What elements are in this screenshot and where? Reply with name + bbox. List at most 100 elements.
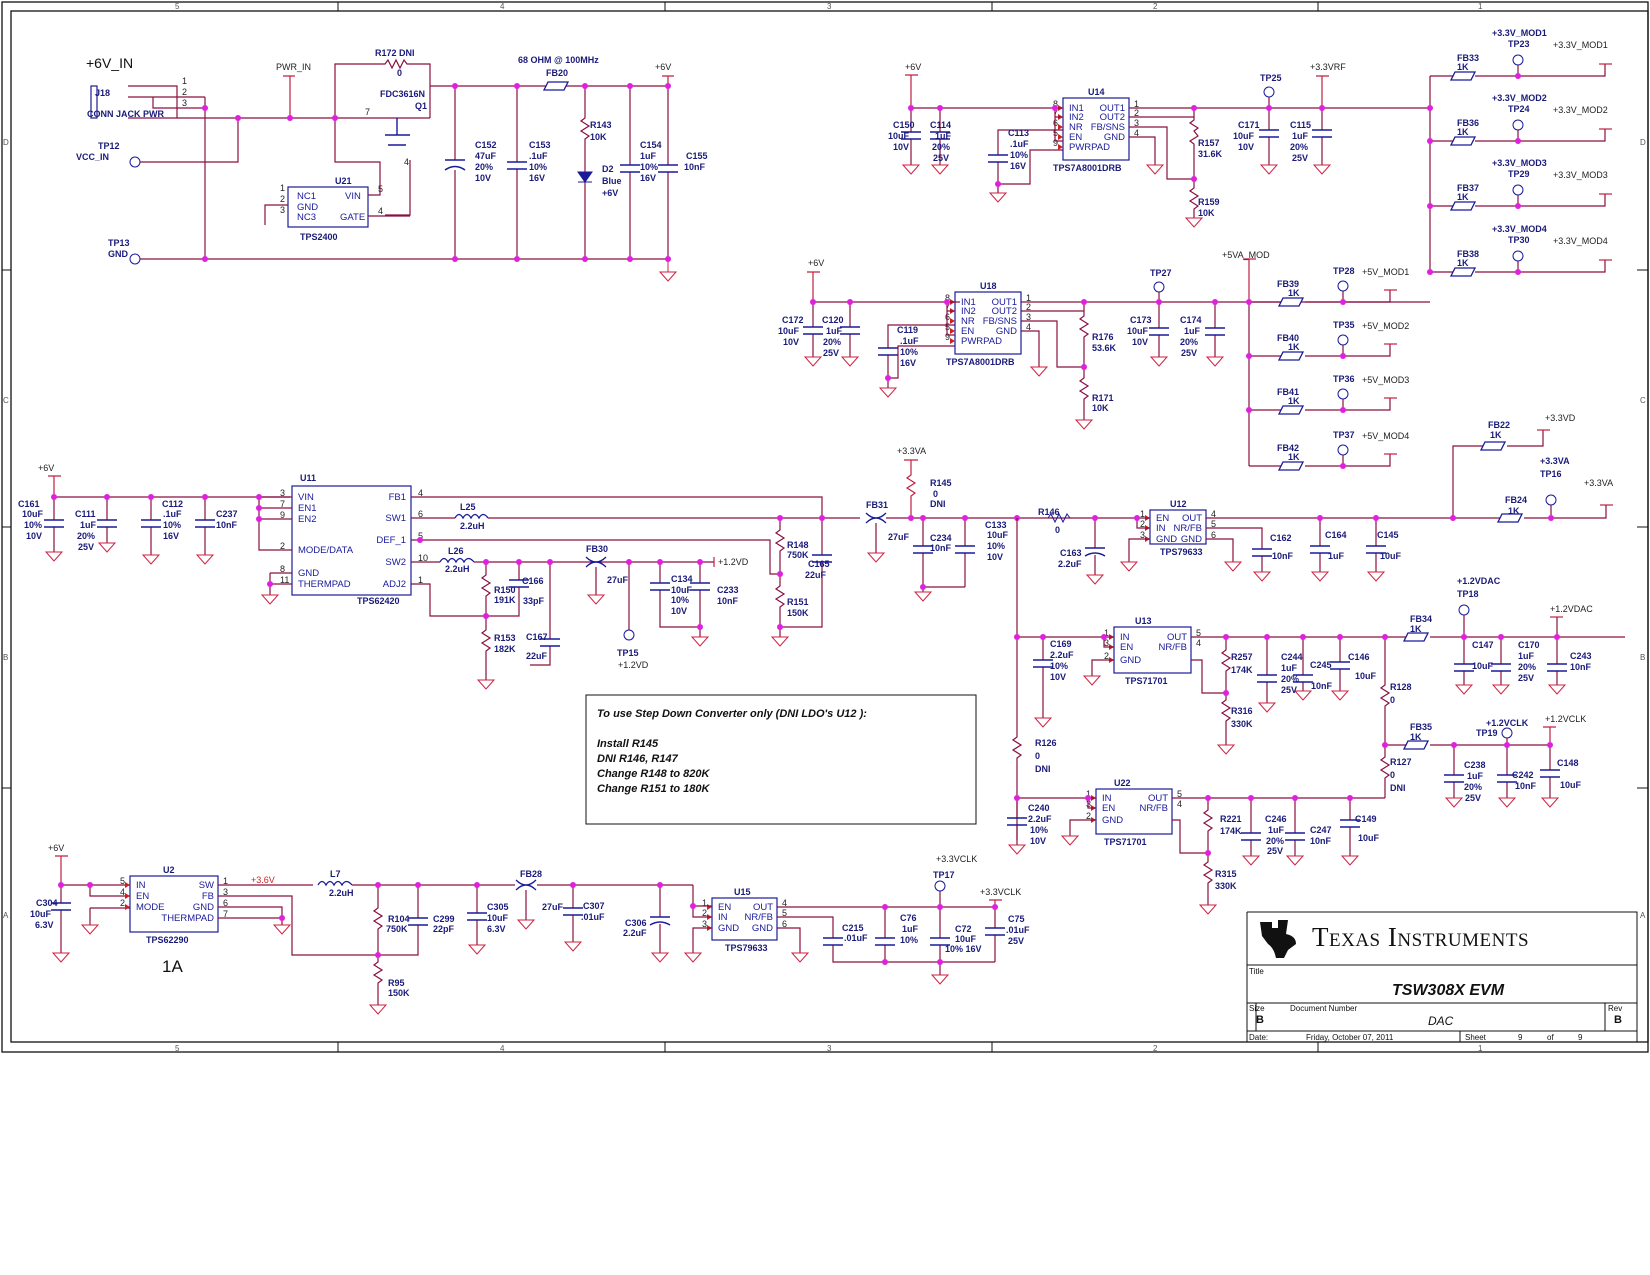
tp19-ref: TP19 <box>1476 728 1498 738</box>
net-1v2vclk: +1.2VCLK <box>1545 714 1586 724</box>
pin-name: NC3 <box>297 212 316 223</box>
out-net: +5V_MOD2 <box>1362 321 1409 331</box>
tp12-net: VCC_IN <box>76 152 109 162</box>
pin-name: EN <box>1156 513 1169 524</box>
r126-ref: R126 <box>1035 738 1057 748</box>
pin-label: 2 <box>1086 811 1091 821</box>
r316-value: 330K <box>1231 719 1253 729</box>
c172-ref: C172 <box>782 315 804 325</box>
c75-ref: C75 <box>1008 914 1025 924</box>
fb-value: 1K <box>1288 288 1300 298</box>
pin-label: 1 <box>280 183 285 193</box>
c240-value: 2.2uF <box>1028 814 1052 824</box>
pin-name: GND <box>1156 534 1177 545</box>
sheet-num: 9 <box>1518 1033 1523 1042</box>
size-value: B <box>1256 1014 1264 1026</box>
c148-ref: C148 <box>1557 758 1579 768</box>
c240-volt: 10V <box>1030 836 1046 846</box>
pin-name: SW <box>199 880 214 891</box>
fb22-ref: FB22 <box>1488 420 1510 430</box>
fb-value: 1K <box>1457 192 1469 202</box>
c243-value: 10nF <box>1570 662 1592 672</box>
u12-ref: U12 <box>1170 499 1187 509</box>
pin-name: VIN <box>345 191 361 202</box>
c162-ref: C162 <box>1270 533 1292 543</box>
c306-ref: C306 <box>625 918 647 928</box>
c153-volt: 16V <box>529 173 545 183</box>
zone-label: 4 <box>500 1044 505 1053</box>
r172-value: 0 <box>397 68 402 78</box>
c171-ref: C171 <box>1238 120 1260 130</box>
fb-ref: FB37 <box>1457 183 1479 193</box>
c246-ref: C246 <box>1265 814 1287 824</box>
c113-tol: 10% <box>1010 150 1028 160</box>
note-box: To use Step Down Converter only (DNI LDO… <box>585 694 977 825</box>
pin-label: 3 <box>1140 530 1145 540</box>
c115-tol: 20% <box>1290 142 1308 152</box>
pin-name: EN <box>1069 132 1082 143</box>
ti-logo-icon <box>1260 920 1296 958</box>
fb20-value: 68 OHM @ 100MHz <box>518 55 599 65</box>
ferrite-bead-icon <box>1449 267 1477 277</box>
fb24-value: 1K <box>1508 506 1520 516</box>
c172-value: 10uF <box>778 326 800 336</box>
zone-label: 3 <box>827 1044 832 1053</box>
fb-value: 1K <box>1288 396 1300 406</box>
fb28-ref: FB28 <box>520 869 542 879</box>
net-3v3vclk: +3.3VCLK <box>980 887 1021 897</box>
tp16-ref: TP16 <box>1540 469 1562 479</box>
u13-part: TPS71701 <box>1125 676 1168 686</box>
ferrite-bead-icon <box>1449 201 1477 211</box>
c133-ref: C133 <box>985 520 1007 530</box>
u18-part: TPS7A8001DRB <box>946 357 1015 367</box>
r127-dni: DNI <box>1390 783 1406 793</box>
u15-ref: U15 <box>734 887 751 897</box>
testpoint-icon <box>1512 184 1524 196</box>
c134-tol: 10% <box>671 595 689 605</box>
c152-value: 47uF <box>475 151 497 161</box>
pin-label: 8 <box>1053 99 1058 109</box>
c148-value: 10uF <box>1560 780 1582 790</box>
pin-name: EN <box>1120 642 1133 653</box>
pin-label: 1 <box>1026 293 1031 303</box>
pin-label: 3 <box>1134 118 1139 128</box>
u14-chip <box>1062 97 1130 161</box>
c244-tol: 20% <box>1281 674 1299 684</box>
net-3v3va: +3.3VA <box>897 446 926 456</box>
out-net: +5V_MOD3 <box>1362 375 1409 385</box>
c72-value: 10uF <box>955 934 977 944</box>
r104-value: 750K <box>386 924 408 934</box>
net-1v2vd: +1.2VD <box>718 557 749 567</box>
pin-name: NR <box>1069 122 1083 133</box>
pin-label: 2 <box>1104 651 1109 661</box>
zone-label: D <box>3 138 9 147</box>
pin-name: IN <box>1120 632 1130 643</box>
c76-ref: C76 <box>900 913 917 923</box>
d2-value: Blue <box>602 176 622 186</box>
pin-name: PWRPAD <box>961 336 1002 347</box>
c299-value: 22pF <box>433 924 455 934</box>
c162-value: 10nF <box>1272 551 1294 561</box>
c111-volt: 25V <box>78 542 94 552</box>
zone-label: 2 <box>1153 1044 1158 1053</box>
r148-value: 750K <box>787 550 809 560</box>
net-6v: +6V <box>48 843 64 853</box>
c242-ref: C242 <box>1512 770 1534 780</box>
fb30-ref: FB30 <box>586 544 608 554</box>
r221-value: 174K <box>1220 826 1242 836</box>
c133-value: 10uF <box>987 530 1009 540</box>
pin-label: 4 <box>1026 322 1031 332</box>
pin-name: FB/SNS <box>983 316 1017 327</box>
pin-name: GND <box>1104 132 1125 143</box>
pin-label: 4 <box>404 157 409 167</box>
c169-value: 2.2uF <box>1050 650 1074 660</box>
c153-ref: C153 <box>529 140 551 150</box>
fb35-value: 1K <box>1410 732 1422 742</box>
c120-volt: 25V <box>823 348 839 358</box>
pin-name: EN <box>961 326 974 337</box>
c133-tol: 10% <box>987 541 1005 551</box>
l26-ref: L26 <box>448 546 464 556</box>
c134-ref: C134 <box>671 574 693 584</box>
fb-ref: FB38 <box>1457 249 1479 259</box>
pin-label: 6 <box>1211 530 1216 540</box>
